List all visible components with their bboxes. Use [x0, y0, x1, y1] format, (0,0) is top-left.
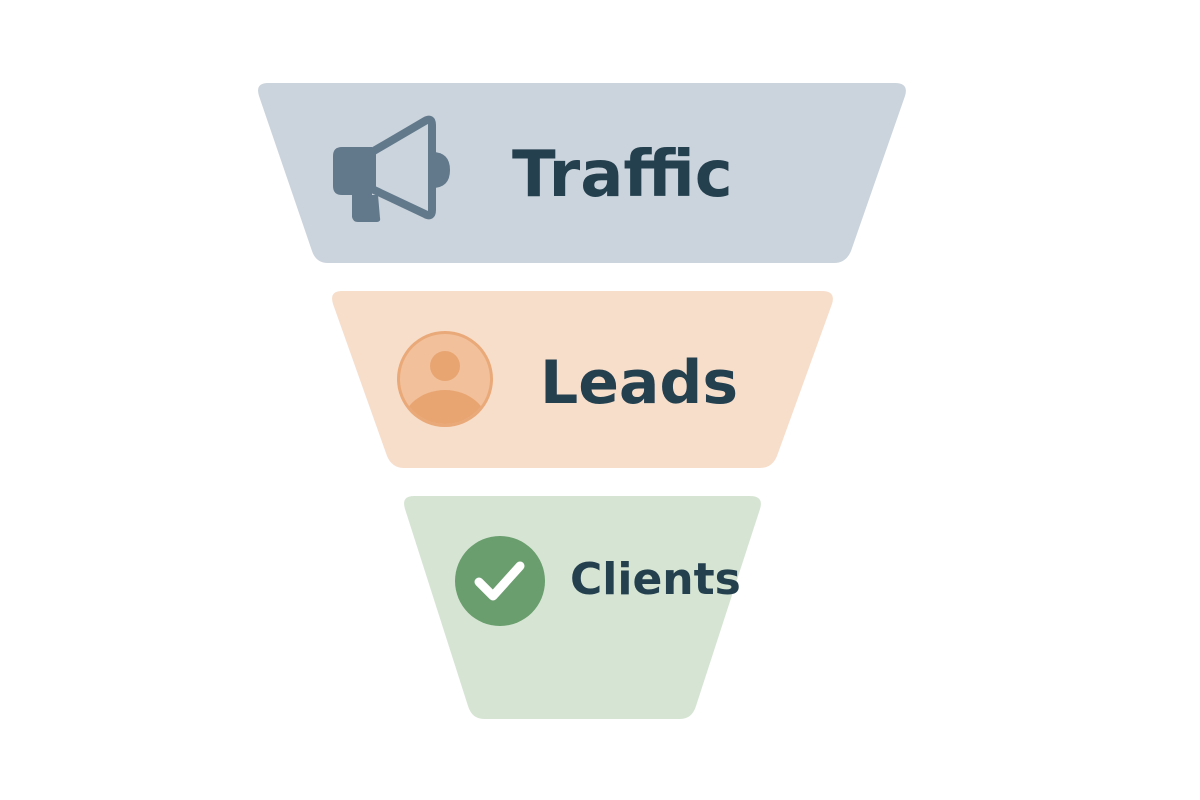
stage-label-clients: Clients	[570, 554, 741, 605]
megaphone-icon	[333, 115, 450, 222]
funnel-band-clients	[404, 496, 761, 719]
stage-label-traffic: Traffic	[512, 138, 733, 212]
funnel-stage-traffic: Traffic	[258, 83, 906, 263]
user-avatar-icon	[397, 331, 493, 427]
stage-label-leads: Leads	[540, 348, 738, 418]
funnel-stage-leads: Leads	[332, 291, 833, 468]
check-circle-icon	[455, 536, 545, 626]
funnel-stage-clients: Clients	[404, 496, 761, 719]
